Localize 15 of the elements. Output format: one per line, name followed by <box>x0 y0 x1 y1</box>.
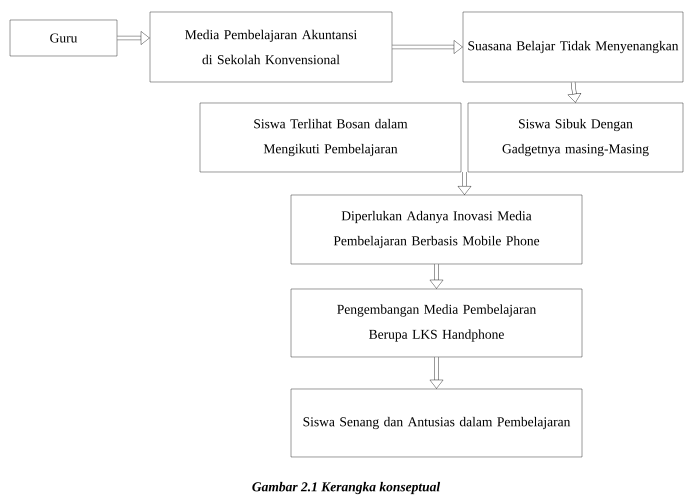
arrow <box>430 264 444 289</box>
arrow <box>117 31 150 45</box>
process-box: Siswa Senang dan Antusias dalam Pembelajaran <box>290 388 582 458</box>
process-box: Diperlukan Adanya Inovasi Media Pembelajaran Berbasis Mobile Phone <box>290 194 582 264</box>
caption: Gambar 2.1 Kerangka konseptual <box>252 482 440 494</box>
arrow <box>568 82 582 103</box>
process-box: Guru <box>10 20 118 56</box>
process-box: Media Pembelajaran Akuntansi di Sekolah Konvensional <box>150 12 392 82</box>
arrow <box>430 357 444 389</box>
process-box: Siswa Sibuk Dengan Gadgetnya masing-Masing <box>468 102 684 172</box>
arrow <box>458 172 472 195</box>
process-box: Siswa Terlihat Bosan dalam Mengikuti Pembelajaran <box>200 102 462 172</box>
process-box: Pengembangan Media Pembelajaran Berupa LKS Handphone <box>290 288 582 358</box>
process-box: Suasana Belajar Tidak Menyenangkan <box>462 12 684 82</box>
arrow <box>392 40 463 54</box>
